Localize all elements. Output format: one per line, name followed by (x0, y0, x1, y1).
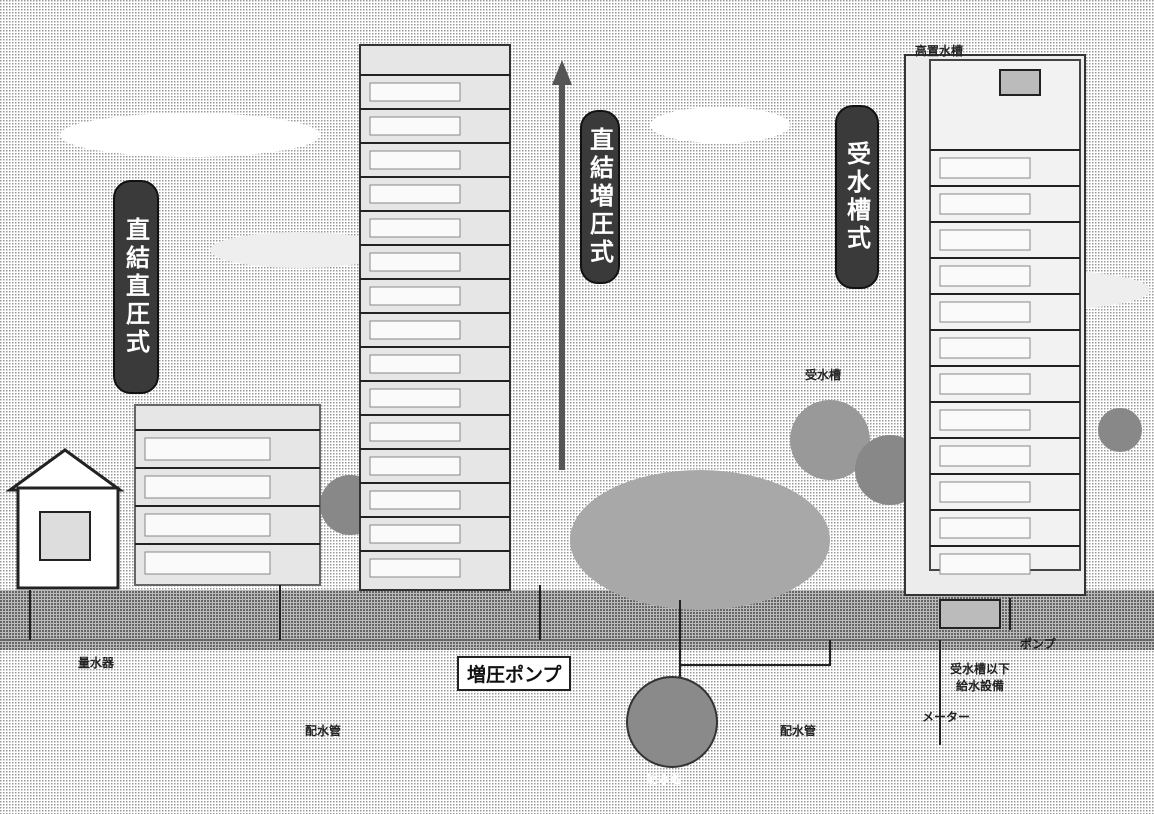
window (369, 422, 461, 442)
window (369, 150, 461, 170)
window (369, 184, 461, 204)
window (939, 481, 1031, 503)
cloud (60, 113, 320, 157)
window (144, 475, 271, 499)
label-tank-equipment: 受水槽以下 給水設備 (950, 662, 1011, 693)
label-reservoir: 配水池 (646, 772, 683, 786)
window (939, 517, 1031, 539)
label-booster-direct: 直結増圧式 (580, 110, 620, 284)
window (939, 553, 1031, 575)
window (939, 157, 1031, 179)
tree (1098, 408, 1142, 452)
window (369, 218, 461, 238)
label-receiving-tank: 受水槽 (805, 368, 842, 382)
window (369, 252, 461, 272)
window (369, 286, 461, 306)
window (939, 337, 1031, 359)
elevated-tank (999, 69, 1041, 96)
window (144, 513, 271, 537)
window (939, 265, 1031, 287)
cloud (210, 232, 390, 268)
underground (0, 650, 1154, 814)
label-meter-left: 量水器 (78, 656, 115, 670)
tree (790, 400, 870, 480)
receiving-tank (939, 599, 1001, 629)
reservoir (626, 676, 718, 768)
label-water-tank: 受水槽式 (835, 105, 879, 289)
window (369, 490, 461, 510)
window (939, 373, 1031, 395)
label-pump: ポンプ (1020, 637, 1056, 651)
window (939, 445, 1031, 467)
window (369, 524, 461, 544)
cloud (650, 107, 790, 143)
arrow-head (552, 60, 572, 85)
window (369, 354, 461, 374)
window (369, 388, 461, 408)
hill (570, 470, 830, 610)
window (939, 193, 1031, 215)
label-main-left: 配水管 (305, 724, 342, 738)
window (939, 301, 1031, 323)
window (369, 116, 461, 136)
window (369, 82, 461, 102)
window (369, 558, 461, 578)
label-direct-pressure: 直結直圧式 (113, 180, 159, 394)
window (939, 229, 1031, 251)
house-window (39, 511, 91, 561)
window (939, 409, 1031, 431)
window (369, 456, 461, 476)
label-elevated-tank: 高置水槽 (915, 44, 964, 58)
label-main-right: 配水管 (780, 724, 817, 738)
right-pipe (680, 640, 831, 666)
window (144, 437, 271, 461)
window (144, 551, 271, 575)
label-meter-right: メーター (922, 710, 971, 724)
window (369, 320, 461, 340)
booster-pump-label: 増圧ポンプ (457, 656, 572, 691)
